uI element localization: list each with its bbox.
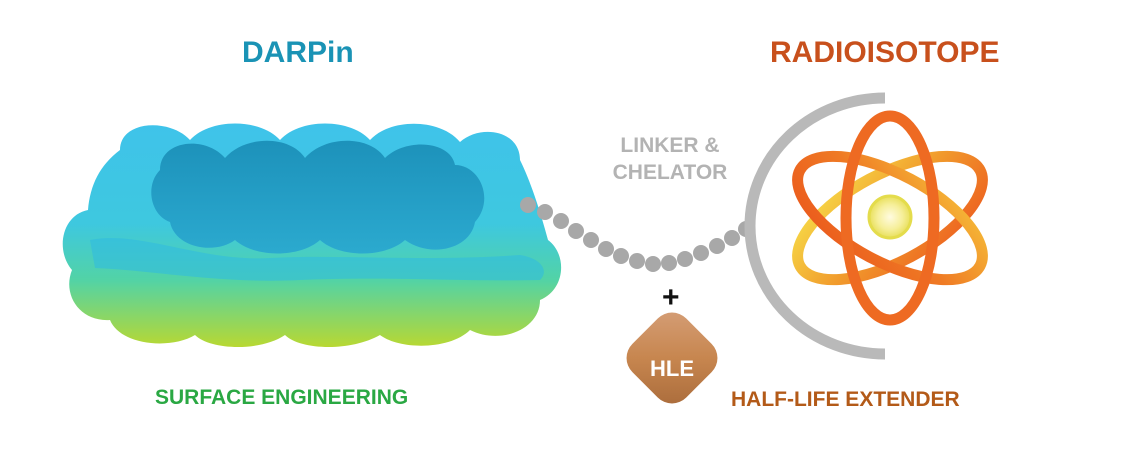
plus-sign: + <box>662 281 680 314</box>
linker-chain-icon <box>520 197 754 272</box>
radioisotope-title: RADIOISOTOPE <box>770 36 1000 69</box>
atom-icon <box>792 110 988 326</box>
hle-badge-text: HLE <box>650 356 694 381</box>
surface-engineering-label: SURFACE ENGINEERING <box>155 386 409 409</box>
linker-label-line1: LINKER & <box>620 134 720 157</box>
linker-label-line2: CHELATOR <box>612 161 728 184</box>
darpin-protein-icon <box>62 123 562 348</box>
hle-diamond-icon <box>626 312 718 404</box>
linker-chelator-label: LINKER & CHELATOR <box>600 132 740 186</box>
shield-arc-icon <box>744 92 886 360</box>
half-life-extender-label: HALF-LIFE EXTENDER <box>731 388 960 411</box>
darpin-title: DARPin <box>242 36 354 69</box>
